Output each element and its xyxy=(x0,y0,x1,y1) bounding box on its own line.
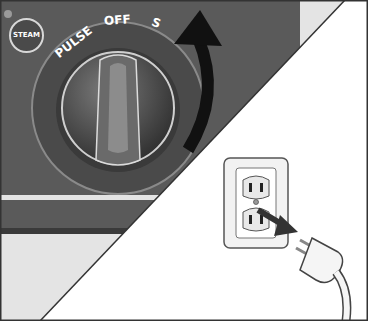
button-label: STEAM xyxy=(13,31,40,39)
dial-setting: OFF xyxy=(104,13,131,27)
outlet-and-plug xyxy=(224,158,347,321)
steam-button: STEAM xyxy=(9,18,44,53)
